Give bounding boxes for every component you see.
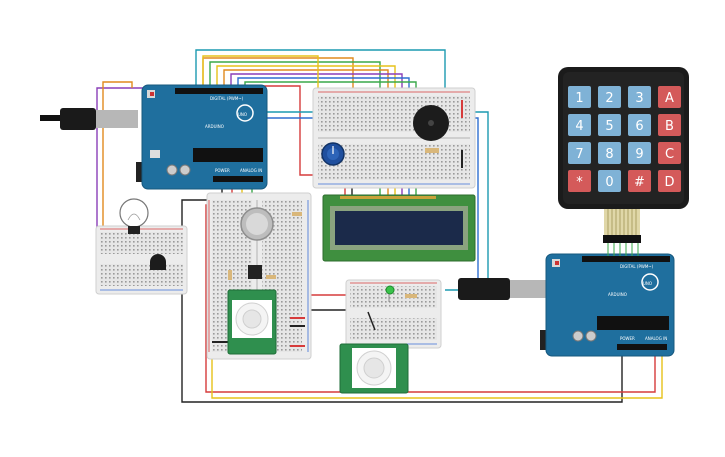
wire-purple-left	[96, 87, 155, 288]
relay[interactable]	[248, 265, 262, 279]
keypad-key-face[interactable]	[598, 86, 621, 108]
keypad-key-label: A	[665, 91, 674, 106]
arduino-right: UNO ARDUINO DIGITAL (PWM~) POWER ANALOG …	[458, 253, 675, 357]
keypad-key-face[interactable]	[628, 170, 651, 192]
keypad-key-label: 4	[575, 119, 583, 134]
keypad-key-face[interactable]	[658, 142, 681, 164]
keypad-key-label: 8	[605, 147, 613, 162]
keypad-key-face[interactable]	[658, 114, 681, 136]
keypad-keys: 1 2 3 A 4 5 6 B 7 8 9 C * 0 # D	[568, 86, 681, 192]
keypad-key[interactable]: 1	[568, 86, 591, 108]
breadboard-top	[312, 87, 476, 189]
keypad-key[interactable]: D	[658, 170, 681, 192]
keypad-key-face[interactable]	[568, 170, 591, 192]
arduino-left-logo: UNO	[238, 112, 247, 117]
keypad-key-face[interactable]	[568, 142, 591, 164]
green-led[interactable]	[385, 285, 395, 302]
lcd-pins	[340, 196, 436, 199]
keypad-key-face[interactable]	[658, 86, 681, 108]
keypad-key-label: 5	[605, 119, 613, 134]
keypad-key[interactable]: *	[568, 170, 591, 192]
keypad-key[interactable]: 0	[598, 170, 621, 192]
lcd-display	[322, 194, 476, 262]
keypad-key[interactable]: 6	[628, 114, 651, 136]
arduino-right-logo: UNO	[643, 281, 652, 286]
keypad-key-label: C	[665, 147, 674, 162]
keypad-key[interactable]: 8	[598, 142, 621, 164]
potentiometer[interactable]	[321, 142, 345, 166]
keypad-ribbon	[603, 208, 641, 256]
arduino-left: UNO ARDUINO DIGITAL (PWM~) POWER ANALOG …	[40, 84, 268, 190]
arduino-right-analog-label: ANALOG IN	[645, 336, 667, 341]
arduino-left-digital-label: DIGITAL (PWM~)	[210, 96, 244, 101]
keypad-key[interactable]: 7	[568, 142, 591, 164]
arduino-left-analog-label: ANALOG IN	[240, 168, 262, 173]
keypad: 1 2 3 A 4 5 6 B 7 8 9 C * 0 # D	[558, 67, 689, 209]
transistor[interactable]	[150, 254, 166, 270]
keypad-key-face[interactable]	[598, 170, 621, 192]
wire-teal-top	[195, 49, 446, 112]
keypad-key-label: B	[665, 119, 674, 134]
keypad-key-face[interactable]	[628, 86, 651, 108]
breadboard-bottom	[345, 279, 442, 349]
arduino-right-brand: ARDUINO	[608, 292, 627, 297]
keypad-key-label: *	[576, 175, 583, 190]
keypad-key-face[interactable]	[598, 114, 621, 136]
keypad-key-face[interactable]	[568, 114, 591, 136]
gas-sensor[interactable]	[240, 207, 274, 241]
piezo-buzzer[interactable]	[413, 105, 449, 141]
keypad-key-label: #	[634, 175, 645, 190]
keypad-key-label: 2	[605, 91, 613, 106]
arduino-right-digital-label: DIGITAL (PWM~)	[620, 264, 654, 269]
pir-sensor-bottom[interactable]	[339, 343, 409, 394]
keypad-key[interactable]: C	[658, 142, 681, 164]
keypad-key-label: 0	[605, 175, 613, 190]
arduino-right-power-label: POWER	[620, 336, 635, 341]
keypad-key-label: 7	[575, 147, 583, 162]
keypad-key[interactable]: 9	[628, 142, 651, 164]
keypad-key-label: 6	[635, 119, 643, 134]
keypad-key[interactable]: A	[658, 86, 681, 108]
keypad-key-face[interactable]	[628, 142, 651, 164]
wire-orange-left	[102, 81, 133, 236]
keypad-key-face[interactable]	[628, 114, 651, 136]
keypad-key-face[interactable]	[568, 86, 591, 108]
keypad-key-face[interactable]	[598, 142, 621, 164]
arduino-left-brand: ARDUINO	[205, 124, 224, 129]
keypad-key[interactable]: #	[628, 170, 651, 192]
keypad-key-label: 3	[635, 91, 643, 106]
keypad-key[interactable]: 4	[568, 114, 591, 136]
keypad-key[interactable]: 5	[598, 114, 621, 136]
keypad-key[interactable]: B	[658, 114, 681, 136]
light-bulb[interactable]	[119, 198, 149, 234]
keypad-key-face[interactable]	[658, 170, 681, 192]
keypad-key-label: 1	[575, 91, 583, 106]
keypad-key[interactable]: 3	[628, 86, 651, 108]
keypad-key-label: D	[664, 175, 674, 190]
keypad-key-label: 9	[635, 147, 643, 162]
keypad-key[interactable]: 2	[598, 86, 621, 108]
breadboard-lamp	[95, 225, 188, 295]
arduino-left-power-label: POWER	[215, 168, 230, 173]
pir-sensor-left[interactable]	[227, 289, 277, 355]
